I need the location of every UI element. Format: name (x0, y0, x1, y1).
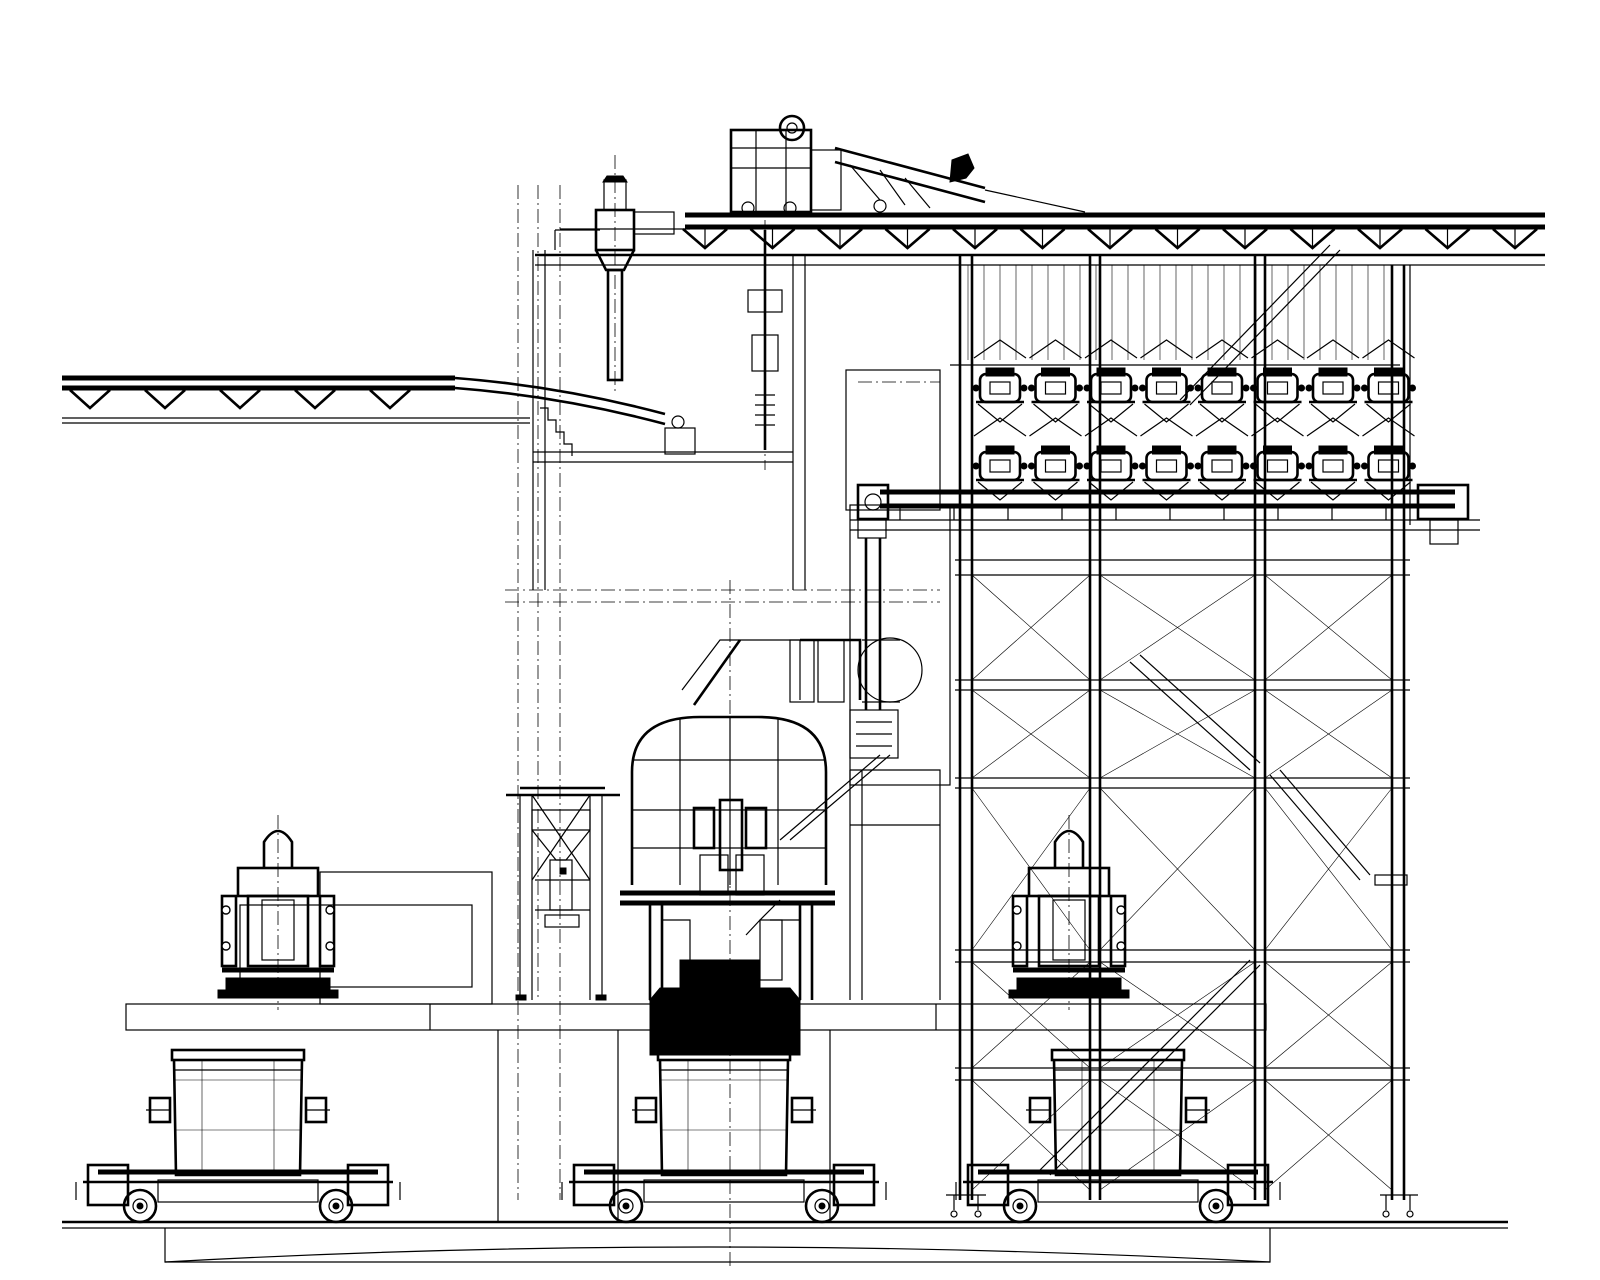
conveyor-truss (294, 389, 336, 410)
hopper-unit (1083, 339, 1139, 423)
tripper-car (729, 114, 1086, 215)
hopper-unit (1083, 417, 1139, 501)
hopper-unit (1194, 417, 1250, 501)
ladle-cover-unit (1008, 815, 1130, 1010)
bin-discharge-unit (554, 155, 783, 470)
hopper-unit (1028, 417, 1083, 501)
hopper-unit (1361, 417, 1416, 501)
collecting-conveyor (850, 483, 1480, 545)
operating-platform (125, 871, 1267, 1222)
hopper-unit (1194, 339, 1250, 423)
conveyor-truss (219, 389, 261, 410)
conveyor-truss (369, 389, 411, 410)
hopper-unit (1250, 417, 1305, 501)
feed-chute (845, 369, 951, 1000)
building-frame (505, 185, 940, 1270)
hopper-unit (1361, 339, 1416, 423)
hopper-unit (972, 339, 1028, 423)
hopper-unit (1139, 339, 1194, 423)
conveyor-truss (69, 389, 111, 410)
ladle-transfer-car (955, 1048, 1281, 1224)
hopper-unit (972, 417, 1028, 501)
hopper-unit (1139, 417, 1194, 501)
left-feed-conveyor (62, 375, 696, 456)
conveyor-truss (144, 389, 186, 410)
ladle-transfer-car (75, 1048, 401, 1224)
ladle-transfer-car (561, 1048, 887, 1224)
hopper-unit (1305, 417, 1361, 501)
ladle-cover-unit (217, 815, 339, 1010)
hopper-unit (1028, 339, 1083, 423)
weigh-hoppers (972, 339, 1416, 501)
upper-conveyor-gallery (535, 212, 1545, 266)
furnace-gantry (620, 637, 923, 1056)
hopper-unit (1250, 339, 1305, 423)
alloy-bunker (506, 786, 620, 1001)
ground-line (62, 1220, 1508, 1263)
hopper-unit (1305, 339, 1361, 423)
